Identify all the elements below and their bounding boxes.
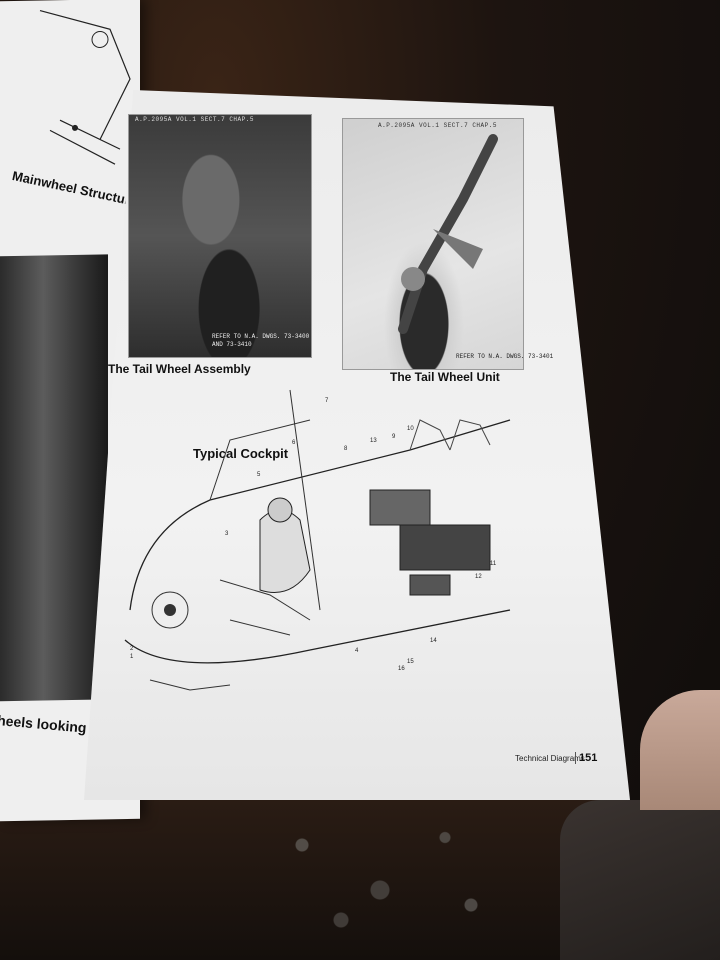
photo-stamp: A.P.2095A VOL.1 SECT.7 CHAP.5 xyxy=(135,116,254,123)
callout-15: 15 xyxy=(407,659,414,665)
left-diagram xyxy=(39,9,131,165)
photo-stamp: A.P.2095A VOL.1 SECT.7 CHAP.5 xyxy=(378,122,497,129)
photo-reference: REFER TO N.A. DWGS. 73-3401 xyxy=(456,353,554,360)
photo-tail-wheel-unit xyxy=(342,118,524,370)
caption-tail-wheel-unit: The Tail Wheel Unit xyxy=(390,370,500,384)
callout-3: 3 xyxy=(225,531,229,537)
callout-16: 16 xyxy=(398,666,405,672)
fabric-corner xyxy=(560,800,720,960)
left-photo xyxy=(0,254,108,702)
callout-7: 7 xyxy=(325,398,329,404)
callout-14: 14 xyxy=(430,638,437,644)
callout-11: 11 xyxy=(490,561,497,567)
callout-6: 6 xyxy=(292,440,296,446)
photo-tail-wheel-assembly xyxy=(128,114,312,358)
callout-4: 4 xyxy=(355,648,359,654)
tabletop-marks xyxy=(250,800,510,950)
callout-12: 12 xyxy=(475,574,482,580)
caption-typical-cockpit: Typical Cockpit xyxy=(193,446,289,461)
left-page xyxy=(0,0,140,822)
caption-tail-wheel-assembly: The Tail Wheel Assembly xyxy=(108,362,251,376)
callout-8: 8 xyxy=(344,446,348,452)
callout-1: 1 xyxy=(130,654,134,660)
callout-13: 13 xyxy=(370,438,377,444)
page-number: 151 xyxy=(575,752,597,764)
tail-wheel-strut-drawing xyxy=(398,134,498,334)
callout-10: 10 xyxy=(407,426,414,432)
callout-5: 5 xyxy=(257,472,261,478)
callout-2: 2 xyxy=(130,646,134,652)
callout-9: 9 xyxy=(392,434,396,440)
photo-reference: REFER TO N.A. DWGS. 73-3400 AND 73-3410 xyxy=(212,333,310,348)
footer-section-title: Technical Diagrams xyxy=(515,754,585,763)
cockpit-diagram: 1 2 3 4 5 6 7 8 9 10 11 12 13 14 15 16 xyxy=(124,389,511,691)
